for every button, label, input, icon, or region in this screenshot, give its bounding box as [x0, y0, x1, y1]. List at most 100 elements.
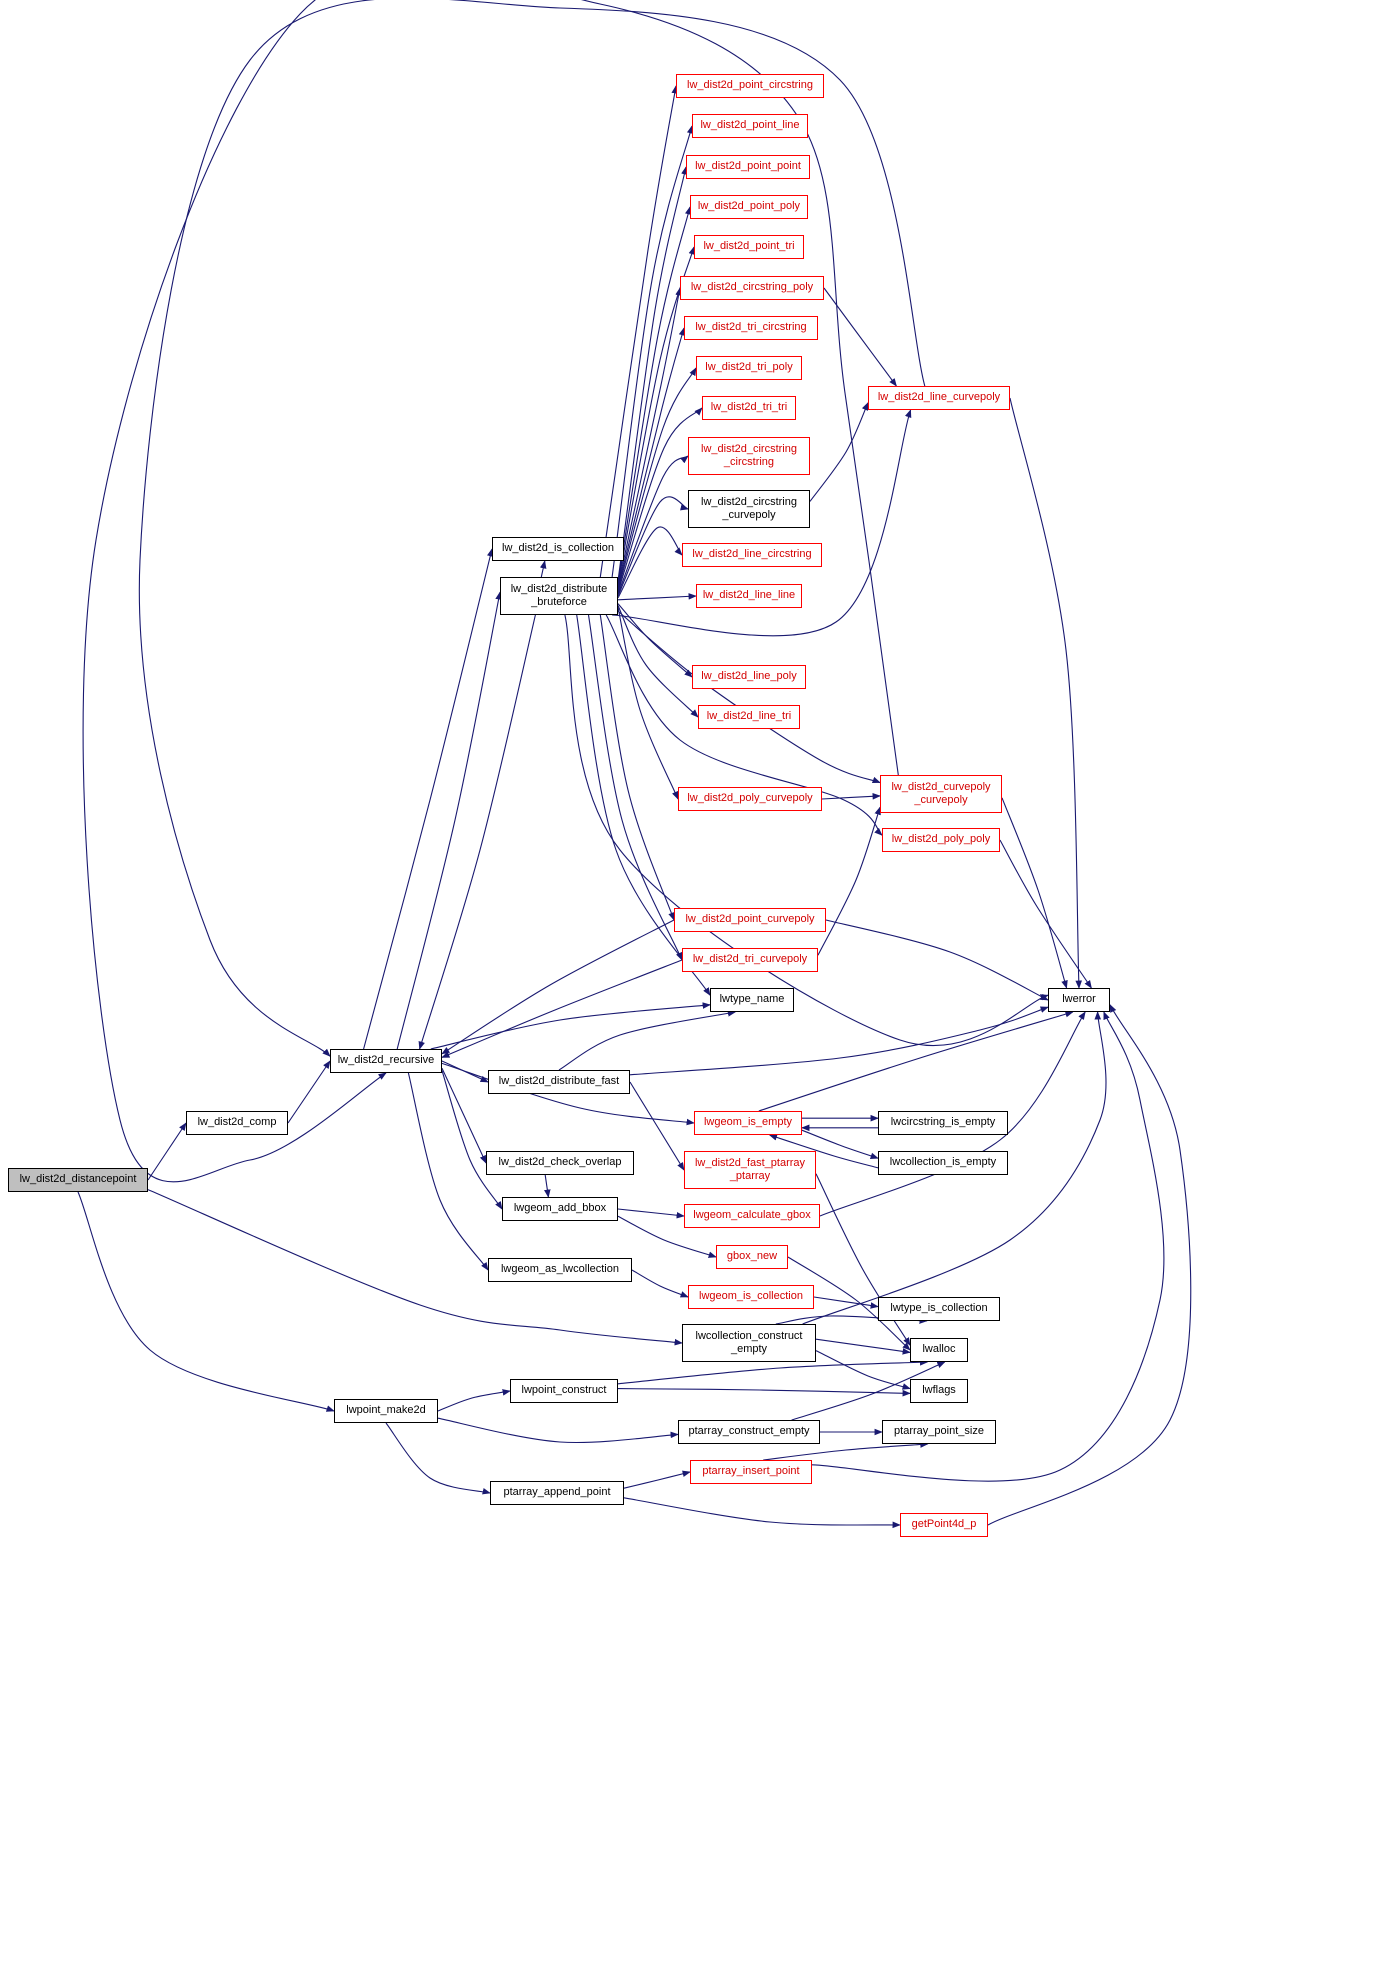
graph-node-lwcollection_is_empty[interactable]: lwcollection_is_empty	[878, 1151, 1008, 1175]
graph-node-label: lw_dist2d_curvepoly _curvepoly	[891, 780, 991, 806]
graph-node-distribute_fast[interactable]: lw_dist2d_distribute_fast	[488, 1070, 630, 1094]
graph-node-point_poly[interactable]: lw_dist2d_point_poly	[690, 195, 808, 219]
graph-node-line_circstring[interactable]: lw_dist2d_line_circstring	[682, 543, 822, 567]
graph-node-is_collection[interactable]: lw_dist2d_is_collection	[492, 537, 624, 561]
edge-bruteforce-to-line_circstring	[617, 526, 683, 599]
graph-node-point_tri[interactable]: lw_dist2d_point_tri	[694, 235, 804, 259]
edge-point_curvepoly-to-recursive	[441, 919, 675, 1055]
edge-curvepoly_curvepoly-to-lwerror	[1001, 797, 1068, 989]
graph-node-lwcircstring_is_empty[interactable]: lwcircstring_is_empty	[878, 1111, 1008, 1135]
edge-bruteforce-to-line_line	[617, 593, 697, 601]
graph-node-label: getPoint4d_p	[911, 1518, 977, 1531]
edge-make2d-to-lwpoint_construct	[437, 1389, 511, 1412]
graph-node-lwpoint_construct[interactable]: lwpoint_construct	[510, 1379, 618, 1403]
graph-node-tri_poly[interactable]: lw_dist2d_tri_poly	[696, 356, 802, 380]
graph-node-ptarray_insert_point[interactable]: ptarray_insert_point	[690, 1460, 812, 1484]
graph-node-label: lw_dist2d_check_overlap	[498, 1156, 622, 1169]
graph-node-ptarray_append_point[interactable]: ptarray_append_point	[490, 1481, 624, 1505]
graph-node-label: lw_dist2d_point_circstring	[687, 79, 813, 92]
graph-node-line_poly[interactable]: lw_dist2d_line_poly	[692, 665, 806, 689]
graph-node-recursive[interactable]: lw_dist2d_recursive	[330, 1049, 442, 1073]
graph-node-label: lw_dist2d_poly_poly	[891, 833, 991, 846]
graph-node-line_tri[interactable]: lw_dist2d_line_tri	[698, 705, 800, 729]
edge-bruteforce-to-point_line	[611, 125, 694, 578]
edge-recursive-to-lwgeom_add_bbox	[441, 1070, 503, 1210]
graph-node-lwgeom_is_collection[interactable]: lwgeom_is_collection	[688, 1285, 814, 1309]
graph-node-ptarray_construct_empty[interactable]: ptarray_construct_empty	[678, 1420, 820, 1444]
graph-node-circstring_curvepoly[interactable]: lw_dist2d_circstring _curvepoly	[688, 490, 810, 528]
graph-node-label: gbox_new	[726, 1250, 778, 1263]
graph-node-poly_poly[interactable]: lw_dist2d_poly_poly	[882, 828, 1000, 852]
graph-node-tri_curvepoly[interactable]: lw_dist2d_tri_curvepoly	[682, 948, 818, 972]
graph-node-lwtype_name[interactable]: lwtype_name	[710, 988, 794, 1012]
graph-node-label: lwcircstring_is_empty	[890, 1116, 996, 1129]
graph-node-line_curvepoly[interactable]: lw_dist2d_line_curvepoly	[868, 386, 1010, 410]
edge-calculate_gbox-to-lwerror	[819, 1011, 1086, 1217]
edge-distribute_fast-to-lwerror	[629, 1006, 1049, 1076]
graph-node-as_lwcollection[interactable]: lwgeom_as_lwcollection	[488, 1258, 632, 1282]
edge-bruteforce-to-tri_tri	[617, 407, 703, 593]
graph-node-fast_ptarray[interactable]: lw_dist2d_fast_ptarray _ptarray	[684, 1151, 816, 1189]
graph-node-poly_curvepoly[interactable]: lw_dist2d_poly_curvepoly	[678, 787, 822, 811]
edge-line_curvepoly-to-lwerror	[1009, 397, 1083, 989]
graph-node-lwalloc[interactable]: lwalloc	[910, 1338, 968, 1362]
graph-node-gbox_new[interactable]: gbox_new	[716, 1245, 788, 1269]
edge-distancepoint-to-comp	[147, 1122, 187, 1181]
graph-node-label: lwgeom_is_empty	[703, 1116, 793, 1129]
graph-node-label: ptarray_point_size	[894, 1425, 984, 1438]
graph-node-label: lw_dist2d_fast_ptarray _ptarray	[694, 1156, 806, 1182]
graph-node-lwtype_is_collection[interactable]: lwtype_is_collection	[878, 1297, 1000, 1321]
graph-node-point_line[interactable]: lw_dist2d_point_line	[692, 114, 808, 138]
graph-node-calculate_gbox[interactable]: lwgeom_calculate_gbox	[684, 1204, 820, 1228]
edge-tri_curvepoly-to-curvepoly_curvepoly	[817, 806, 881, 956]
edge-distribute_fast-to-fast_ptarray	[629, 1081, 685, 1171]
graph-node-getPoint4d_p[interactable]: getPoint4d_p	[900, 1513, 988, 1537]
graph-node-line_line[interactable]: lw_dist2d_line_line	[696, 584, 802, 608]
graph-node-label: lw_dist2d_line_line	[702, 589, 796, 602]
graph-node-bruteforce[interactable]: lw_dist2d_distribute _bruteforce	[500, 577, 618, 615]
graph-node-construct_empty[interactable]: lwcollection_construct _empty	[682, 1324, 816, 1362]
graph-node-point_point[interactable]: lw_dist2d_point_point	[686, 155, 810, 179]
graph-node-circstring_circstring[interactable]: lw_dist2d_circstring _circstring	[688, 437, 810, 475]
edge-construct_empty-to-lwalloc	[815, 1338, 911, 1355]
graph-node-make2d[interactable]: lwpoint_make2d	[334, 1399, 438, 1423]
graph-node-lwgeom_is_empty[interactable]: lwgeom_is_empty	[694, 1111, 802, 1135]
graph-node-label: lw_dist2d_point_line	[700, 119, 800, 132]
graph-node-label: lw_dist2d_tri_circstring	[695, 321, 807, 334]
graph-node-lwerror[interactable]: lwerror	[1048, 988, 1110, 1012]
graph-node-point_circstring[interactable]: lw_dist2d_point_circstring	[676, 74, 824, 98]
graph-node-distancepoint[interactable]: lw_dist2d_distancepoint	[8, 1168, 148, 1192]
graph-node-lwflags[interactable]: lwflags	[910, 1379, 968, 1403]
edge-comp-to-recursive	[287, 1060, 331, 1124]
graph-node-label: lw_dist2d_line_curvepoly	[877, 391, 1001, 404]
graph-node-comp[interactable]: lw_dist2d_comp	[186, 1111, 288, 1135]
edge-poly_curvepoly-to-curvepoly_curvepoly	[821, 792, 881, 800]
edge-recursive-to-lwtype_name	[430, 1002, 711, 1050]
graph-node-label: lwtype_is_collection	[890, 1302, 988, 1315]
graph-node-label: lw_dist2d_point_poly	[697, 200, 801, 213]
edge-ptarray_insert_point-to-lwerror	[811, 1011, 1165, 1482]
graph-node-label: lw_dist2d_line_circstring	[692, 548, 812, 561]
graph-node-label: lwpoint_make2d	[346, 1404, 426, 1417]
edge-recursive-to-as_lwcollection	[407, 1072, 489, 1271]
edge-distribute_fast-to-lwtype_name	[558, 1010, 737, 1071]
graph-node-lwgeom_add_bbox[interactable]: lwgeom_add_bbox	[502, 1197, 618, 1221]
graph-node-tri_tri[interactable]: lw_dist2d_tri_tri	[702, 396, 796, 420]
edge-recursive-to-lwgeom_is_empty	[441, 1062, 695, 1126]
graph-node-label: lw_dist2d_point_curvepoly	[685, 913, 815, 926]
graph-node-label: lw_dist2d_tri_curvepoly	[692, 953, 808, 966]
graph-node-label: lw_dist2d_point_point	[695, 160, 801, 173]
edge-lwgeom_add_bbox-to-calculate_gbox	[617, 1208, 685, 1219]
graph-node-ptarray_point_size[interactable]: ptarray_point_size	[882, 1420, 996, 1444]
graph-node-point_curvepoly[interactable]: lw_dist2d_point_curvepoly	[674, 908, 826, 932]
graph-node-label: lwgeom_calculate_gbox	[693, 1209, 811, 1222]
edge-bruteforce-to-point_circstring	[599, 85, 678, 578]
edge-check_overlap-to-lwgeom_add_bbox	[544, 1174, 551, 1198]
graph-node-curvepoly_curvepoly[interactable]: lw_dist2d_curvepoly _curvepoly	[880, 775, 1002, 813]
edge-recursive-to-bruteforce	[396, 591, 502, 1050]
graph-node-tri_circstring[interactable]: lw_dist2d_tri_circstring	[684, 316, 818, 340]
graph-node-check_overlap[interactable]: lw_dist2d_check_overlap	[486, 1151, 634, 1175]
graph-node-circstring_poly[interactable]: lw_dist2d_circstring_poly	[680, 276, 824, 300]
edge-getPoint4d_p-to-lwerror	[987, 1004, 1192, 1526]
